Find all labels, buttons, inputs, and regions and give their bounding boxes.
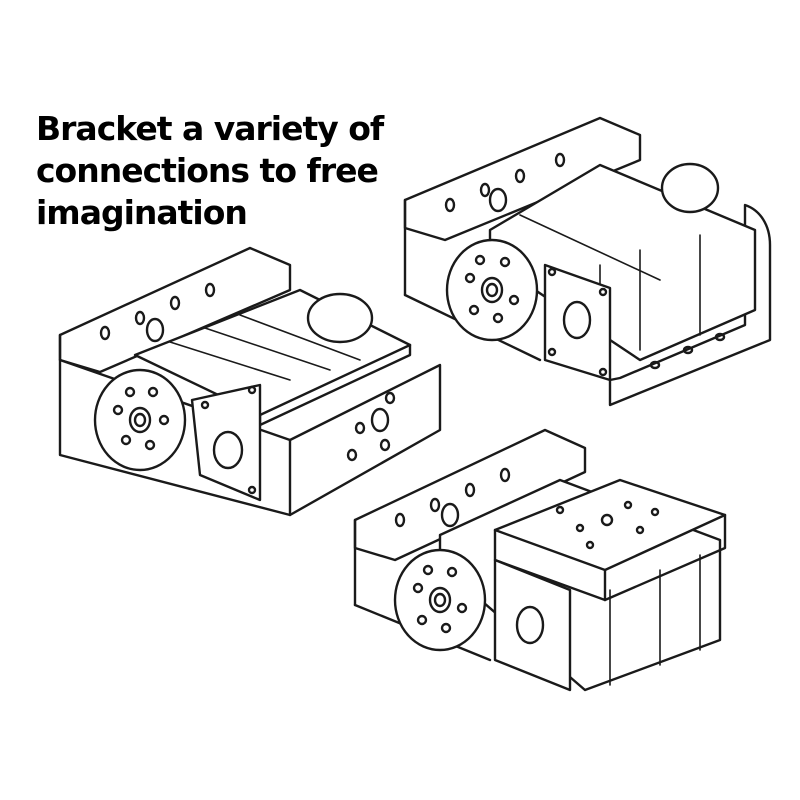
servo-bracket-assembly-icon — [353, 428, 727, 692]
headline-line-3: imagination — [36, 193, 248, 232]
headline: Bracket a variety of connections to free… — [36, 108, 436, 234]
servo-bracket-assembly-icon — [58, 246, 442, 517]
headline-line-2: connections to free — [36, 151, 379, 190]
servo-bracket-assembly-icon — [403, 116, 772, 407]
headline-line-1: Bracket a variety of — [36, 109, 384, 148]
